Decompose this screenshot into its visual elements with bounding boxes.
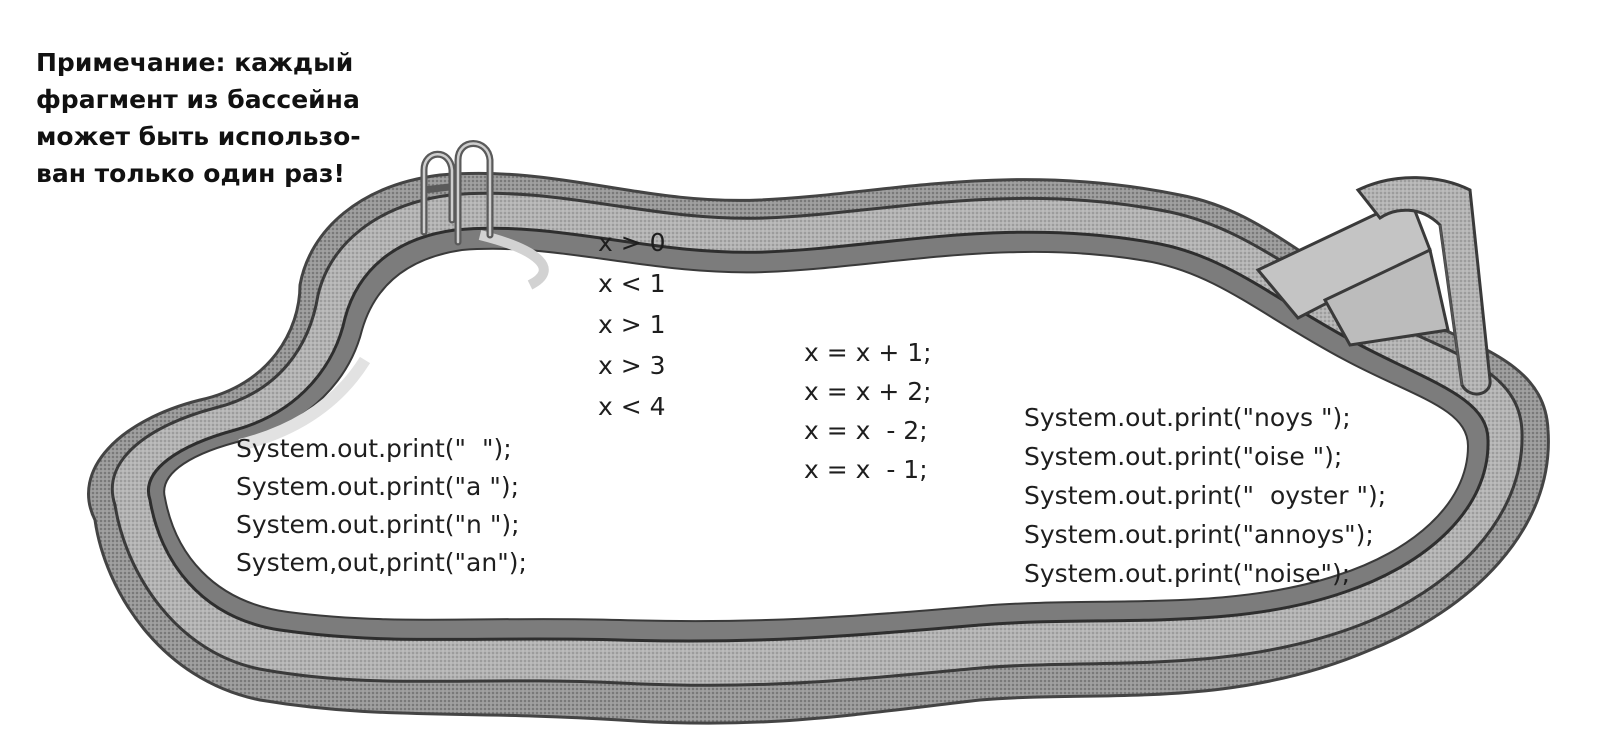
assignment-fragment[interactable]: x = x + 2; — [804, 377, 932, 406]
slide-icon — [1255, 176, 1492, 396]
note-line: Примечание: каждый — [36, 48, 354, 77]
print-fragments-right: System.out.print("noys "); System.out.pr… — [1024, 398, 1386, 593]
note-line: фрагмент из бассейна — [36, 85, 360, 114]
print-fragment[interactable]: System.out.print("n "); — [236, 510, 520, 539]
condition-fragment[interactable]: x > 1 — [598, 310, 666, 339]
print-fragment[interactable]: System.out.print("oise "); — [1024, 442, 1343, 471]
print-fragments-left: System.out.print(" "); System.out.print(… — [236, 430, 527, 582]
condition-fragment[interactable]: x < 4 — [598, 392, 666, 421]
print-fragment[interactable]: System,out,print("an"); — [236, 548, 527, 577]
condition-fragment[interactable]: x < 1 — [598, 269, 666, 298]
print-fragment[interactable]: System.out.print(" oyster "); — [1024, 481, 1387, 510]
conditions-group: x > 0 x < 1 x > 1 x > 3 x < 4 — [598, 222, 666, 427]
print-fragment[interactable]: System.out.print("annoys"); — [1024, 520, 1374, 549]
condition-fragment[interactable]: x > 3 — [598, 351, 666, 380]
assignment-fragment[interactable]: x = x - 2; — [804, 416, 928, 445]
note-line: ван только один раз! — [36, 159, 345, 188]
note-line: может быть использо- — [36, 122, 361, 151]
assignments-group: x = x + 1; x = x + 2; x = x - 2; x = x -… — [804, 333, 932, 489]
condition-fragment[interactable]: x > 0 — [598, 228, 666, 257]
print-fragment[interactable]: System.out.print("noys "); — [1024, 403, 1351, 432]
assignment-fragment[interactable]: x = x - 1; — [804, 455, 928, 484]
note-text: Примечание: каждый фрагмент из бассейна … — [36, 44, 376, 192]
print-fragment[interactable]: System.out.print(" "); — [236, 434, 512, 463]
print-fragment[interactable]: System.out.print("a "); — [236, 472, 519, 501]
assignment-fragment[interactable]: x = x + 1; — [804, 338, 932, 367]
pool-water — [163, 247, 1470, 623]
print-fragment[interactable]: System.out.print("noise"); — [1024, 559, 1351, 588]
